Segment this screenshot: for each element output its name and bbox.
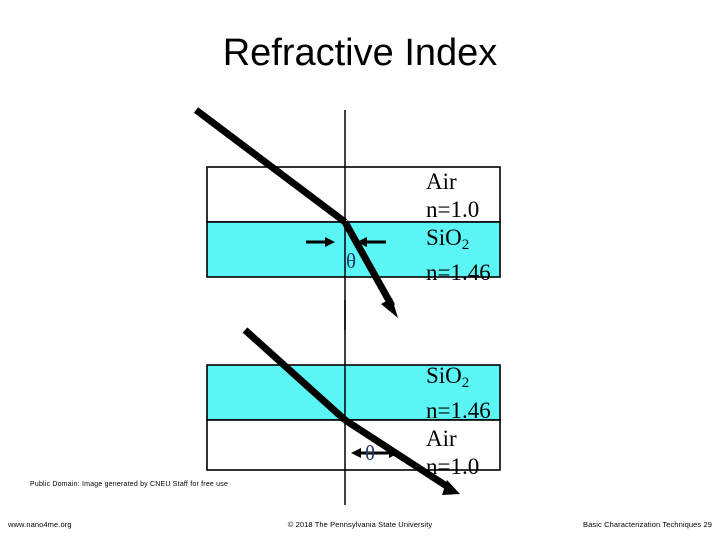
top-theta-label: θ	[346, 249, 356, 273]
legend-bottom-sio2-subscript: 2	[461, 375, 470, 392]
page-title: Refractive Index	[222, 32, 498, 74]
legend-top: Air n=1.0 SiO2 n=1.46	[426, 168, 491, 287]
bottom-theta-label: θ	[365, 441, 375, 465]
bottom-ray-arrowhead	[442, 480, 460, 495]
legend-bottom: SiO2 n=1.46 Air n=1.0	[426, 362, 491, 481]
top-incident-ray	[193, 107, 348, 225]
top-refracted-ray	[341, 220, 396, 308]
legend-top-sio2: SiO2	[426, 224, 491, 259]
legend-top-air: Air	[426, 169, 457, 194]
bottom-incident-ray	[242, 327, 348, 423]
top-arrow-left-inward	[306, 237, 335, 247]
legend-top-air-index: n=1.0	[426, 197, 480, 222]
legend-bottom-air: Air	[426, 426, 457, 452]
legend-bottom-sio2: SiO2	[426, 362, 491, 397]
public-domain-credit: Public Domain: Image generated by CNEU S…	[30, 481, 229, 488]
footer-website: www.nano4me.org	[8, 520, 72, 529]
legend-top-sio2-subscript: 2	[461, 237, 470, 254]
bottom-arrow-right-outward	[370, 448, 399, 458]
legend-bottom-air-index: n=1.0	[426, 454, 480, 480]
legend-bottom-sio2-index: n=1.46	[426, 398, 491, 424]
bottom-arrow-left-outward	[351, 448, 380, 458]
top-ray-arrowhead	[381, 298, 398, 318]
legend-top-sio2-index: n=1.46	[426, 260, 491, 286]
legend-bottom-sio2-base: SiO	[426, 363, 462, 388]
footer-copyright: © 2018 The Pennsylvania State University	[287, 520, 433, 529]
top-arrow-right-inward	[357, 237, 386, 247]
legend-top-sio2-base: SiO	[426, 225, 462, 250]
footer-section-and-page: Basic Characterization Techniques 29	[583, 520, 712, 529]
